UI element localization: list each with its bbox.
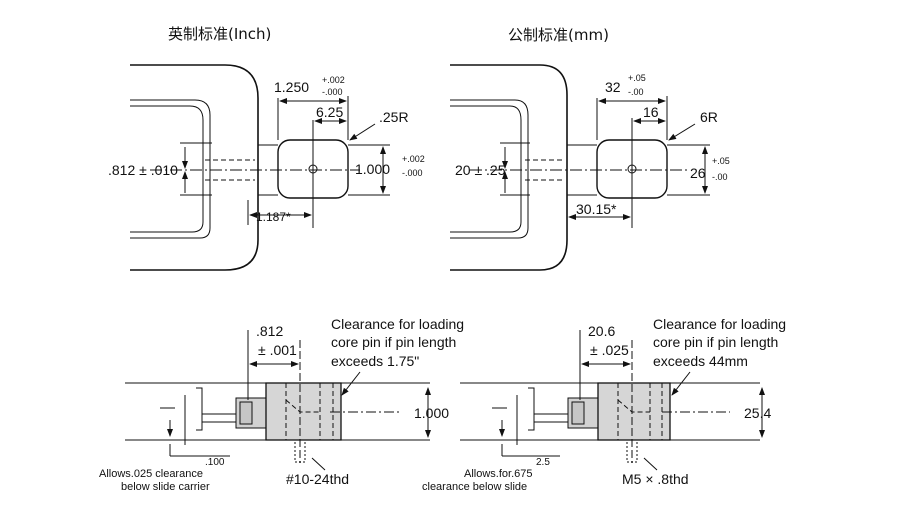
metric-width-tol-minus: -.00 (628, 87, 644, 97)
metric-pin-offset: 20.6 (588, 323, 615, 339)
inch-height-tol-plus: +.002 (402, 154, 425, 164)
inch-note-line3: exceeds 1.75" (331, 353, 419, 369)
metric-plate-diagram (450, 64, 710, 271)
metric-width-nominal: 32 (605, 79, 621, 95)
metric-radius: 6R (700, 109, 718, 125)
metric-offset: 30.15* (576, 201, 617, 217)
metric-side-dimensions (499, 330, 765, 471)
metric-side-height: 25.4 (744, 405, 771, 421)
inch-width-nominal: 1.250 (274, 79, 309, 95)
title-metric: 公制标准(mm) (508, 26, 609, 44)
metric-thread: M5 × .8thd (622, 471, 689, 487)
metric-note-line3: exceeds 44mm (653, 353, 748, 369)
metric-dimension-lines (502, 98, 708, 220)
metric-width-tol-plus: +.05 (628, 73, 646, 83)
metric-half-width: 16 (643, 104, 659, 120)
metric-side-view (460, 340, 760, 463)
metric-pin-tolerance: ± .025 (590, 342, 629, 358)
inch-half-width: 6.25 (316, 104, 343, 120)
inch-clearance-line1: Allows.025 clearance (99, 468, 203, 480)
inch-height-nominal: 1.000 (355, 161, 390, 177)
metric-clearance-value: 2.5 (536, 457, 550, 468)
metric-clearance-line1: Allows.for.675 (464, 468, 532, 480)
inch-pin-tolerance: ± .001 (258, 342, 297, 358)
inch-offset: 1.187* (256, 210, 291, 224)
metric-height-tol-plus: +.05 (712, 156, 730, 166)
metric-note-line2: core pin if pin length (653, 334, 778, 350)
inch-side-dimensions (167, 330, 431, 471)
inch-dimension-lines (182, 98, 386, 218)
metric-clearance-line2: clearance below slide (422, 481, 527, 493)
metric-note-line1: Clearance for loading (653, 316, 786, 332)
inch-slot-width: .812 ± .010 (108, 162, 178, 178)
inch-note-line2: core pin if pin length (331, 334, 456, 350)
inch-side-height: 1.000 (414, 405, 449, 421)
inch-note-line1: Clearance for loading (331, 316, 464, 332)
inch-plate-diagram (130, 64, 390, 271)
inch-clearance-line2: below slide carrier (121, 481, 210, 493)
metric-slot-width: 20 ± .25 (455, 162, 506, 178)
inch-width-tol-plus: +.002 (322, 75, 345, 85)
inch-side-view (125, 340, 430, 463)
inch-pin-offset: .812 (256, 323, 283, 339)
inch-height-tol-minus: -.000 (402, 168, 423, 178)
inch-thread: #10-24thd (286, 471, 349, 487)
inch-radius: .25R (379, 109, 409, 125)
metric-height-nominal: 26 (690, 165, 706, 181)
title-inch: 英制标准(Inch) (168, 25, 271, 43)
inch-width-tol-minus: -.000 (322, 87, 343, 97)
metric-height-tol-minus: -.00 (712, 172, 728, 182)
inch-clearance-value: .100 (205, 457, 225, 468)
